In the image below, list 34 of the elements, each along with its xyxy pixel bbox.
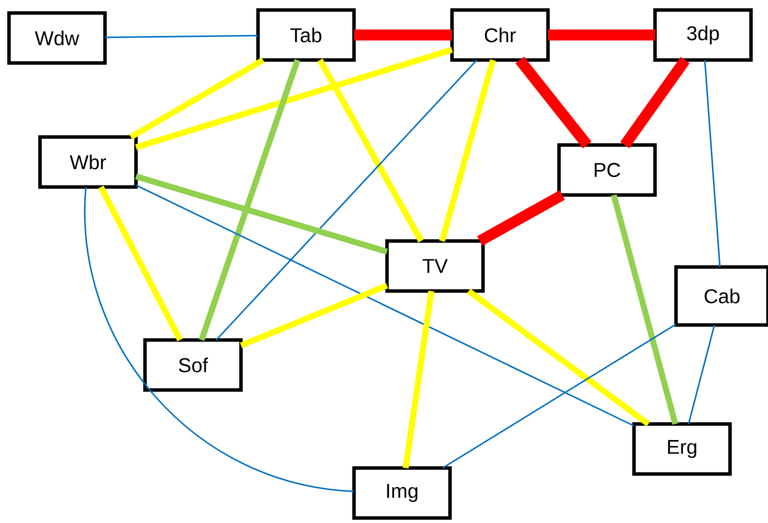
connector-line [442, 324, 676, 469]
node-box: Img [352, 466, 452, 520]
connector-line [620, 56, 690, 148]
connector-line [216, 60, 478, 341]
connector-line [704, 60, 721, 268]
node-box: PC [557, 143, 657, 197]
connector-line [105, 34, 258, 38]
node-box: TV [385, 239, 485, 293]
node-box: Wdw [7, 11, 107, 65]
connector-line [516, 56, 592, 148]
connector-line [354, 30, 452, 40]
connector-line [477, 190, 565, 246]
connector-line [439, 59, 496, 242]
connector-line [240, 282, 388, 348]
connector-line [402, 290, 434, 468]
connector-line [317, 58, 424, 242]
connector-line [610, 194, 678, 425]
connector-line [466, 288, 650, 426]
node-box: Chr [450, 8, 550, 62]
connector-line [84, 187, 354, 492]
connector-line [135, 46, 453, 150]
connector-line [548, 30, 655, 40]
node-box: 3dp [653, 8, 753, 62]
node-box: Wbr [38, 135, 138, 189]
connector-line [135, 174, 388, 255]
connector-line [136, 184, 634, 427]
node-box: Cab [674, 265, 768, 327]
node-box: Tab [256, 8, 356, 62]
connector-line [688, 324, 716, 424]
connector-line [98, 186, 183, 342]
node-box: Sof [143, 338, 243, 392]
connector-line [129, 57, 265, 140]
node-box: Erg [632, 422, 732, 476]
connector-line [198, 59, 300, 341]
